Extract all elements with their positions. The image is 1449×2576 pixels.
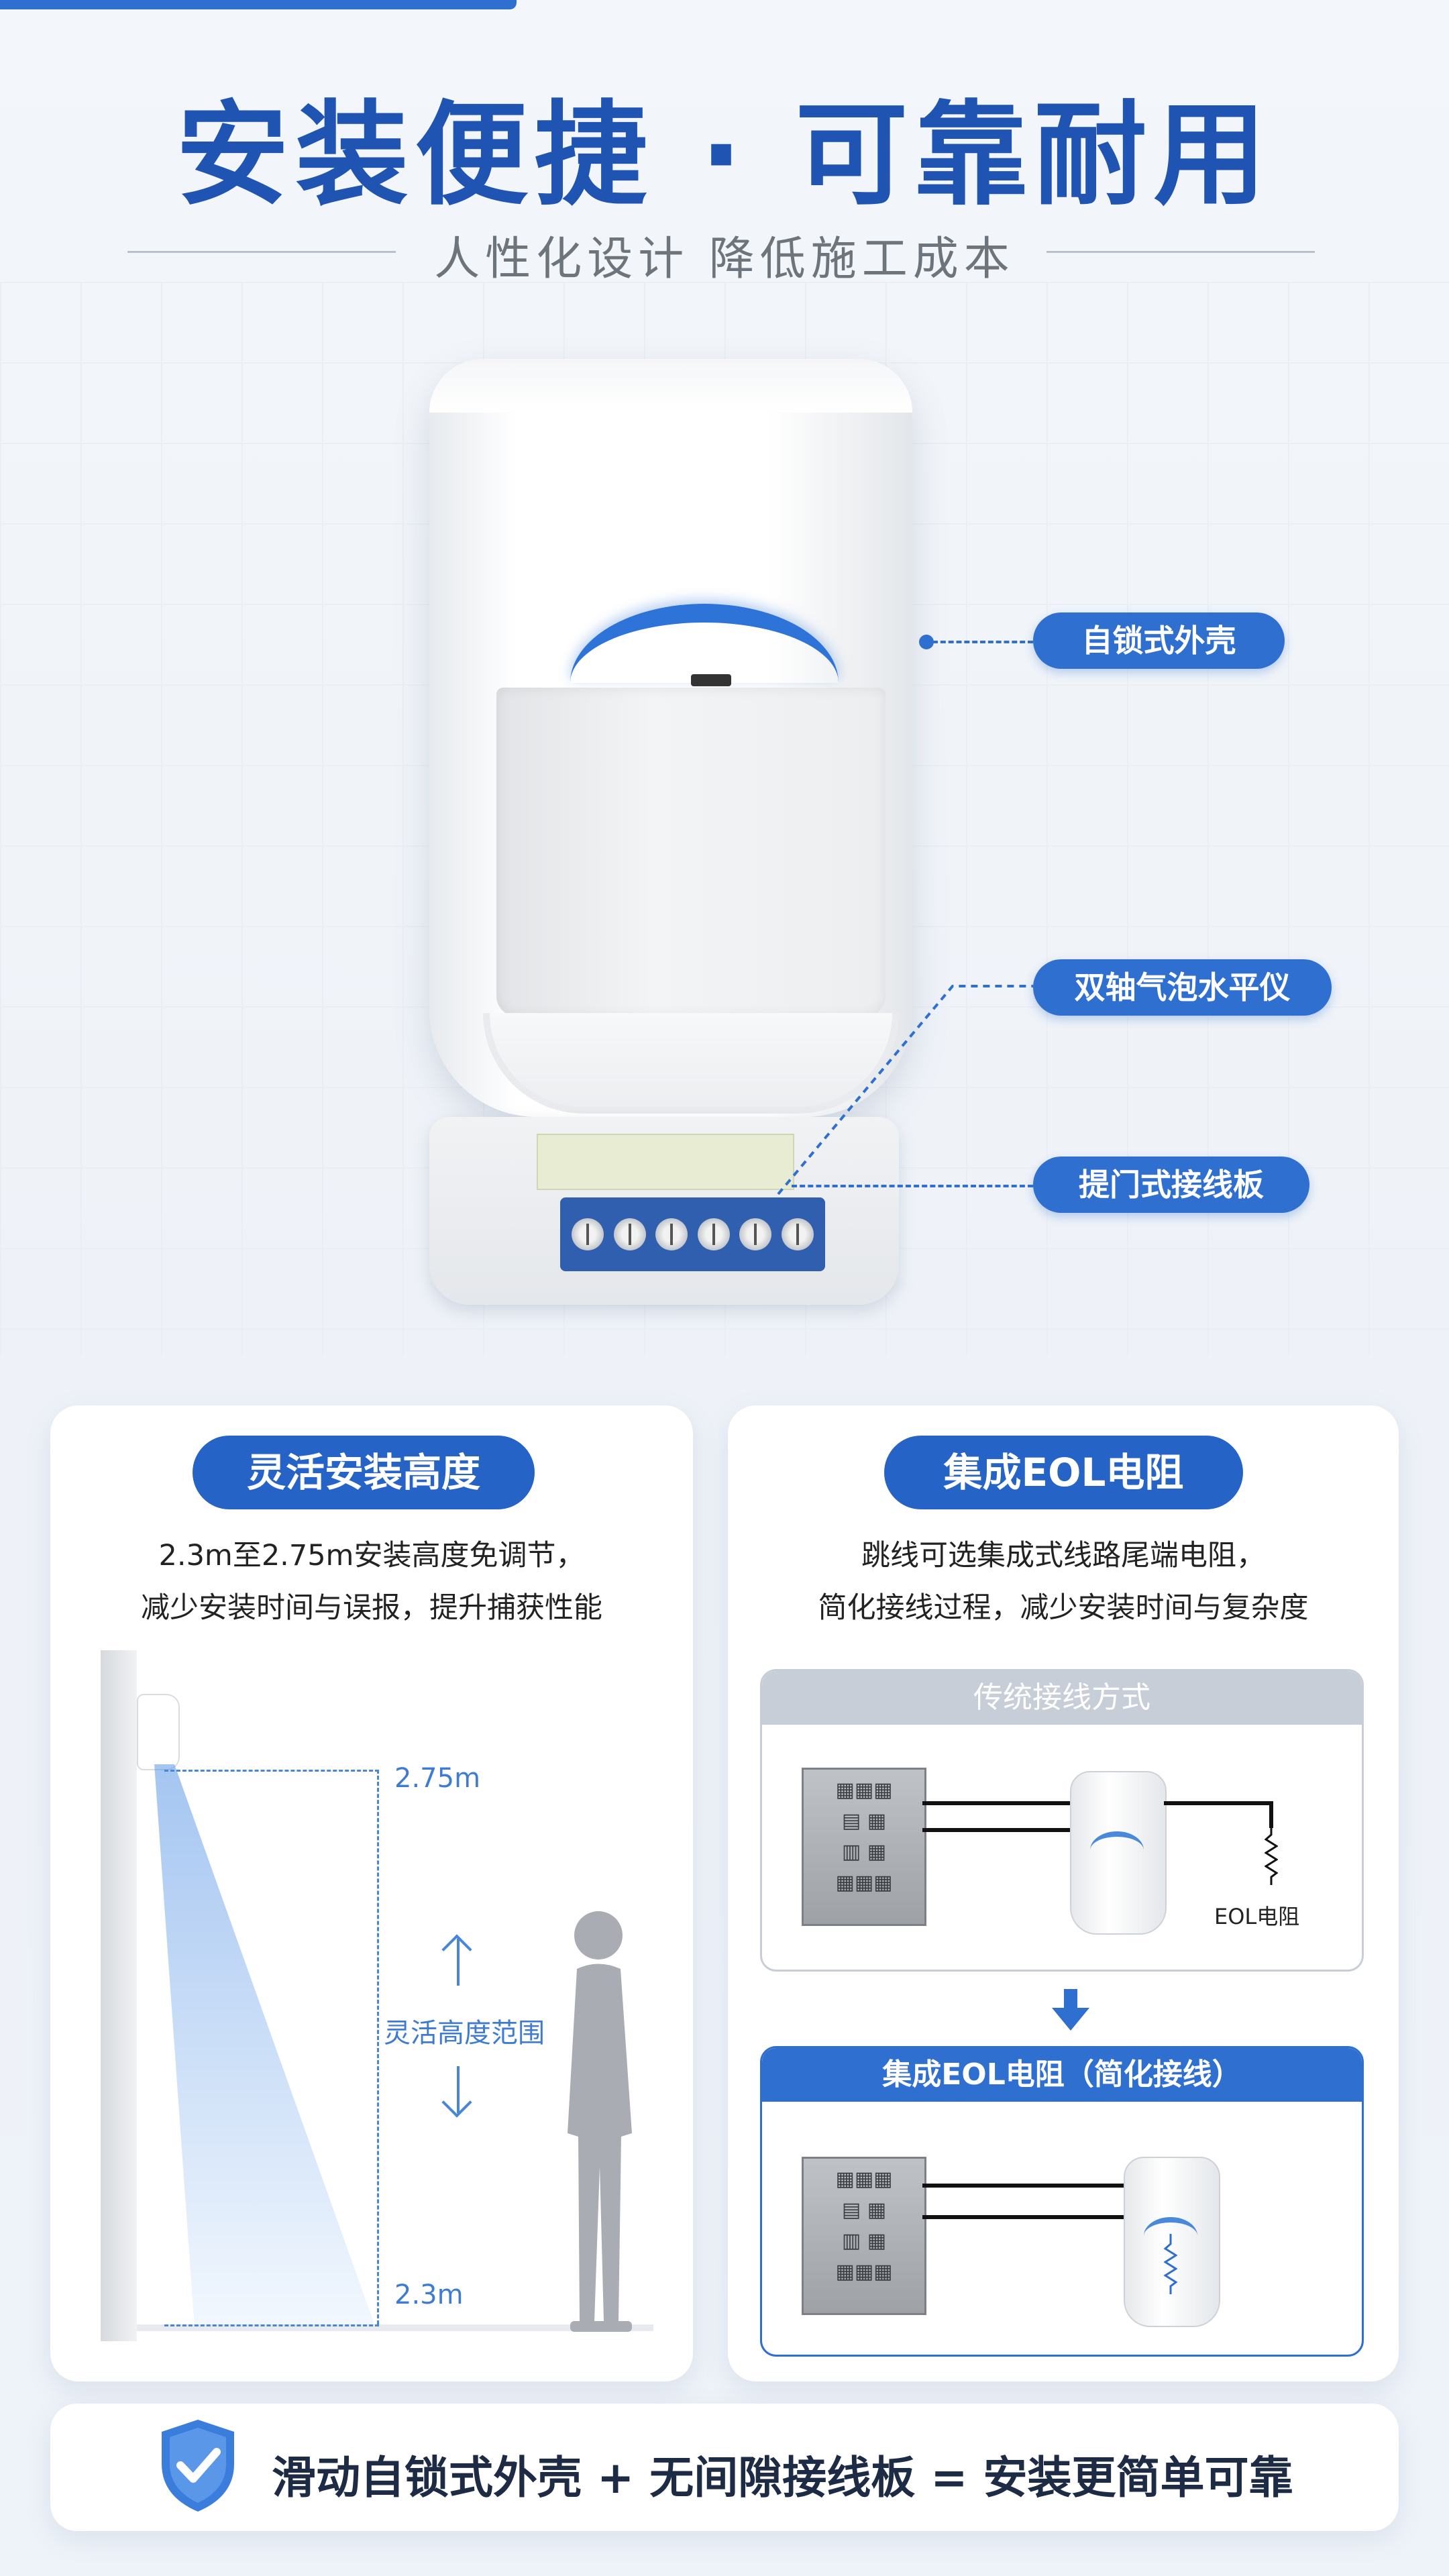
card-desc-line1: 2.3m至2.75m安装高度免调节， — [158, 1539, 585, 1572]
height-dimension-line — [377, 1770, 379, 2324]
arrow-up-icon — [457, 1939, 460, 1986]
integrated-resistor-icon — [1164, 2234, 1177, 2294]
card-desc-line1: 跳线可选集成式线路尾端电阻， — [861, 1539, 1265, 1572]
arrow-down-icon — [457, 2066, 460, 2113]
callout-self-locking-shell: 自锁式外壳 — [1033, 612, 1285, 669]
mounted-sensor-icon — [137, 1694, 180, 1770]
height-line-bottom — [164, 2324, 379, 2326]
screw-icon — [572, 1218, 604, 1250]
height-label-top: 2.75m — [394, 1763, 481, 1794]
circuit-board — [537, 1134, 794, 1190]
subtitle-line-right — [1046, 251, 1315, 253]
control-panel-image: ▦▦▦▤ ▦▥ ▦▦▦▦ — [802, 2157, 926, 2315]
subtitle-row: 人性化设计 降低施工成本 — [0, 221, 1449, 286]
person-silhouette-icon — [568, 1911, 632, 2332]
callout-dot-shell — [919, 635, 934, 649]
terminal-block — [560, 1197, 825, 1271]
detector-light-icon — [1144, 2217, 1197, 2236]
wire — [922, 2215, 1124, 2219]
card-title-integrated-eol: 集成EOL电阻 — [884, 1436, 1243, 1509]
card-title-flexible-height: 灵活安装高度 — [193, 1436, 535, 1509]
floor — [137, 2324, 653, 2331]
resistor-icon — [1265, 1825, 1278, 1885]
page-title: 安装便捷 · 可靠耐用 — [176, 89, 1273, 221]
traditional-wiring-heading: 传统接线方式 — [762, 1671, 1362, 1725]
screw-icon — [655, 1218, 688, 1250]
detector-top-cap — [429, 359, 912, 413]
callout-bubble-level: 双轴气泡水平仪 — [1033, 959, 1332, 1016]
card-desc-line2: 减少安装时间与误报，提升捕获性能 — [141, 1591, 602, 1625]
screw-icon — [697, 1218, 730, 1250]
wire — [1269, 1801, 1273, 1828]
detector-icon — [1070, 1771, 1167, 1935]
height-line-top — [164, 1770, 379, 1772]
summary-banner — [50, 2404, 1399, 2531]
subtitle-line-left — [127, 251, 396, 253]
wire — [922, 1801, 1070, 1805]
control-panel-image: ▦▦▦▤ ▦▥ ▦▦▦▦ — [802, 1768, 926, 1926]
shield-check-icon — [162, 2420, 234, 2512]
height-label-bottom: 2.3m — [394, 2279, 464, 2310]
summary-banner-text: 滑动自锁式外壳 + 无间隙接线板 = 安装更简单可靠 — [272, 2452, 1293, 2504]
screw-icon — [613, 1218, 646, 1250]
card-desc-line2: 简化接线过程，减少安装时间与复杂度 — [818, 1591, 1309, 1625]
callout-line-level — [777, 985, 1033, 1195]
wire — [1164, 1801, 1273, 1805]
screw-icon — [781, 1218, 814, 1250]
housing-slot — [691, 674, 731, 686]
top-accent-bar — [0, 0, 517, 9]
screw-icon — [739, 1218, 772, 1250]
detector-lens — [496, 688, 885, 1016]
wire — [922, 1828, 1070, 1832]
callout-terminal-board: 提门式接线板 — [1033, 1157, 1309, 1213]
arrow-down-icon — [1052, 1989, 1089, 2031]
page-subtitle: 人性化设计 降低施工成本 — [434, 233, 1015, 286]
detector-light-icon — [1090, 1831, 1144, 1850]
integrated-wiring-heading: 集成EOL电阻（简化接线） — [762, 2048, 1362, 2102]
wall — [101, 1650, 137, 2341]
height-range-label: 灵活高度范围 — [384, 2018, 545, 2049]
detector-icon — [1124, 2157, 1220, 2327]
eol-resistor-label: EOL电阻 — [1214, 1904, 1300, 1929]
callout-line-terminal — [792, 1185, 1033, 1187]
wire — [922, 2184, 1124, 2188]
callout-line-shell — [932, 641, 1033, 643]
